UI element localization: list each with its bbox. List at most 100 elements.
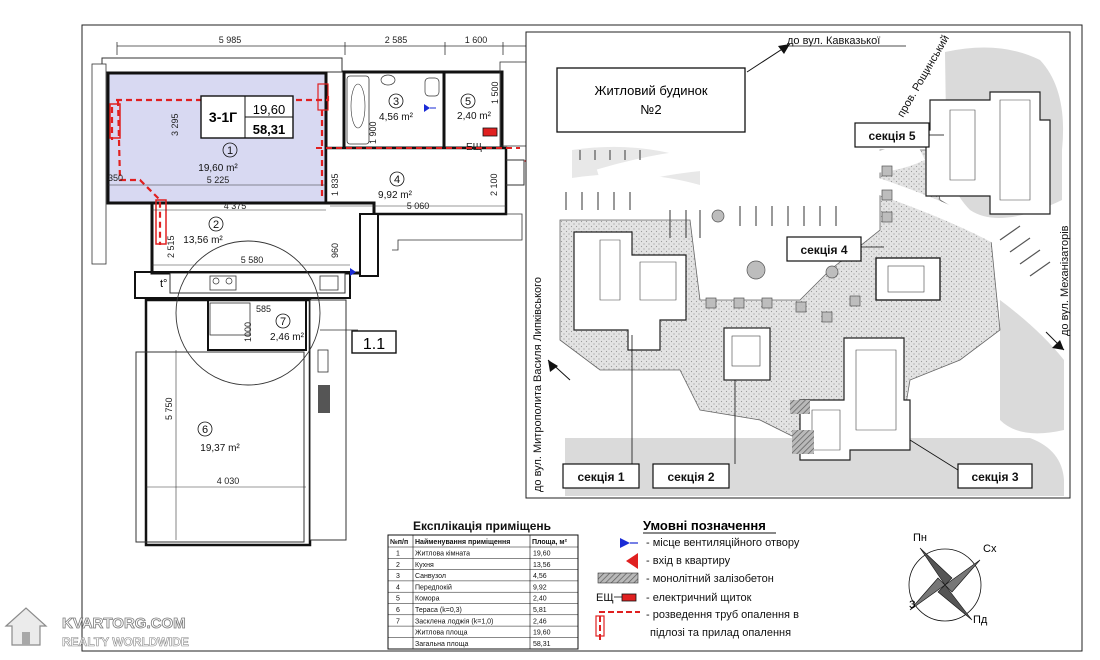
legend-item-pipes-2: підлозі та прилад опалення xyxy=(650,627,791,639)
building-2-box xyxy=(556,67,746,133)
legend-entry-icon xyxy=(626,553,638,569)
legend-item-vent: - місце вентиляційного отвору xyxy=(646,537,800,549)
legend-panel-label: ЕЩ xyxy=(596,592,614,604)
dim-1835: 1 835 xyxy=(330,173,340,196)
section-3-label: секція 3 xyxy=(971,470,1018,484)
explication-cell: 5,81 xyxy=(533,607,547,614)
explication-header-num: №п/п xyxy=(390,538,408,546)
watermark: KVARTORG.COM REALTY WORLDWIDE xyxy=(4,607,189,649)
lypkivskoho-arrow-icon xyxy=(548,360,558,372)
explication-cell: 5 xyxy=(396,596,400,603)
kavkazka-arrow-icon xyxy=(778,44,790,54)
watermark-line2: REALTY WORLDWIDE xyxy=(62,635,189,649)
room-4-number: 4 xyxy=(394,174,400,186)
compass-south: Пд xyxy=(973,614,988,626)
section-4-label: секція 4 xyxy=(800,243,847,257)
mekhanizatoriv-arrow-icon xyxy=(1052,340,1064,350)
explication-grid xyxy=(388,546,578,638)
dim-4030: 4 030 xyxy=(217,476,240,486)
legend-item-pipes: - розведення труб опалення в xyxy=(646,609,799,621)
explication-cell: 13,56 xyxy=(533,562,551,569)
explication-cell: 2 xyxy=(396,562,400,569)
dim-350: 350 xyxy=(108,173,123,183)
dim-4375: 4 375 xyxy=(224,201,247,211)
dim-1900: 1 900 xyxy=(368,121,378,144)
legend-concrete-swatch xyxy=(597,572,639,584)
street-mekhanizatoriv: до вул. Механізаторів xyxy=(1059,225,1071,336)
explication-cell: 2,46 xyxy=(533,618,547,625)
room-4-area: 9,92 m² xyxy=(378,190,413,201)
legend-item-concrete: - монолітний залізобетон xyxy=(646,573,774,585)
explication-cell: 58,31 xyxy=(533,641,551,648)
explication-cell: 19,60 xyxy=(533,551,551,558)
explication-cell: Житлова площа xyxy=(415,630,468,637)
room-7-area: 2,46 m² xyxy=(270,332,305,343)
dim-5750: 5 750 xyxy=(164,397,174,420)
dim-5580: 5 580 xyxy=(241,255,264,265)
dim-960: 960 xyxy=(330,243,340,258)
watermark-house-icon xyxy=(4,607,48,646)
sheet-border xyxy=(81,24,1083,652)
explication-header-name: Найменування приміщення xyxy=(415,538,510,546)
building-2-number: №2 xyxy=(640,102,661,117)
dim-1000: 1000 xyxy=(243,322,253,342)
dim-3295: 3 295 xyxy=(170,113,180,136)
street-kavkazka: до вул. Кавказької xyxy=(787,35,880,47)
compass-west: З xyxy=(909,599,916,611)
room-3-area: 4,56 m² xyxy=(379,112,414,123)
explication-cell: Тераса (k=0,3) xyxy=(415,607,462,614)
explication-cell: 3 xyxy=(396,573,400,580)
explication-cell: Передпокій xyxy=(415,583,452,591)
legend-item-panel: - електричний щиток xyxy=(646,592,752,604)
explication-cell: 4 xyxy=(396,584,400,591)
dim-585: 585 xyxy=(256,304,271,314)
compass-north: Пн xyxy=(913,532,927,544)
compass-rose-icon: Пн Сх Пд З xyxy=(908,532,997,626)
room-1-number: 1 xyxy=(227,145,233,157)
room-5-number: 5 xyxy=(465,96,471,108)
legend-vent-icon xyxy=(620,538,630,548)
temperature-symbol: t° xyxy=(160,278,167,290)
explication-table: Експлікація приміщень №п/п Найменування … xyxy=(387,519,579,650)
apartment-code: 3-1Г xyxy=(209,109,237,125)
legend-pipes-icon xyxy=(599,611,640,640)
apartment-total-area: 58,31 xyxy=(253,122,286,137)
building-2-title: Житловий будинок xyxy=(594,83,707,98)
explication-cell: 9,92 xyxy=(533,584,547,591)
room-6-number: 6 xyxy=(202,424,208,436)
explication-cell: 4,56 xyxy=(533,573,547,580)
dim-2100: 2 100 xyxy=(489,173,499,196)
room-7-number: 7 xyxy=(280,316,286,328)
dim-5060: 5 060 xyxy=(407,201,430,211)
section-2-label: секція 2 xyxy=(667,470,714,484)
legend-item-entry: - вхід в квартиру xyxy=(646,555,731,567)
explication-cell: 2,40 xyxy=(533,596,547,603)
explication-cell: 7 xyxy=(396,618,400,625)
explication-cell: Кухня xyxy=(415,562,434,569)
section-1-label: секція 1 xyxy=(577,470,624,484)
callout-number: 1.1 xyxy=(363,336,385,353)
legend-title: Умовні позначення xyxy=(643,518,766,533)
explication-cell: Загальна площа xyxy=(415,641,468,648)
dim-top-2: 2 585 xyxy=(385,35,408,45)
inner-dimensions: 3 295 350 5 225 1 900 1 500 1 835 2 100 … xyxy=(108,81,506,540)
section-5-label: секція 5 xyxy=(868,129,915,143)
dim-top-3: 1 600 xyxy=(465,35,488,45)
apartment-plan: 5 985 2 585 1 600 xyxy=(91,35,543,547)
explication-cell: 1 xyxy=(396,551,400,558)
explication-cell: Комора xyxy=(415,596,440,603)
dim-5225: 5 225 xyxy=(207,175,230,185)
explication-cell: Житлова кімната xyxy=(415,550,470,558)
legend: Умовні позначення - місце вентиляційного… xyxy=(595,518,800,640)
loggia-callout-circle xyxy=(175,240,321,386)
dim-1500: 1 500 xyxy=(490,81,500,104)
room-2-kitchen xyxy=(150,201,376,275)
explication-cell: Засклена лоджія (k=1,0) xyxy=(415,617,493,625)
dim-2515: 2 515 xyxy=(166,235,176,258)
plan-panel-label: ЕЩ xyxy=(466,142,482,153)
explication-header-area: Площа, м² xyxy=(532,539,568,546)
room-2-number: 2 xyxy=(213,219,219,231)
explication-cell: 19,60 xyxy=(533,630,551,637)
